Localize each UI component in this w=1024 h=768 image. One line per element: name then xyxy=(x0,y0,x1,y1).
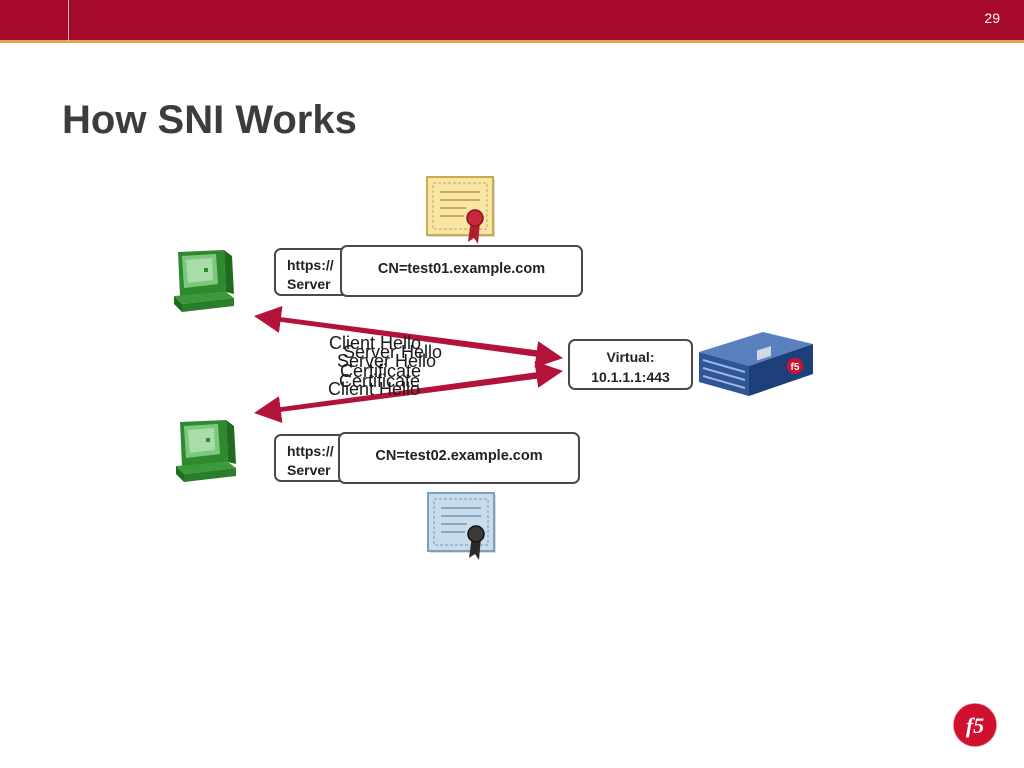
certificate-icon xyxy=(426,176,495,244)
header-divider xyxy=(68,0,69,44)
arrow-top-server-hello xyxy=(253,306,549,357)
virtual-address: 10.1.1.1:443 xyxy=(591,369,670,385)
svg-text:f5: f5 xyxy=(966,713,984,738)
message-certificate: Certificate xyxy=(340,361,422,381)
slide-number: 29 xyxy=(984,10,1000,26)
message-server-hello: Server Hello xyxy=(343,342,443,362)
computer-icon xyxy=(176,420,236,482)
client-url-line1: https:// xyxy=(287,443,334,459)
virtual-server-box: Virtual: 10.1.1.1:443 xyxy=(568,339,693,390)
f5-logo-icon: f5 xyxy=(952,702,998,748)
certificate-icon xyxy=(427,492,496,560)
header-bar xyxy=(0,0,1024,43)
client-url-line2: Server xyxy=(287,276,331,292)
virtual-label: Virtual: xyxy=(606,349,655,365)
svg-text:f5: f5 xyxy=(791,362,800,373)
server-appliance-icon: f5 xyxy=(699,332,813,396)
client-url-line2: Server xyxy=(287,462,331,478)
arrow-bottom-server-hello xyxy=(253,372,549,423)
client-url-line1: https:// xyxy=(287,257,334,273)
cert-cn-box-top: CN=test01.example.com xyxy=(340,245,583,297)
page-title: How SNI Works xyxy=(62,98,357,142)
message-client-hello: Client Hello xyxy=(329,333,422,353)
cert-cn-box-bottom: CN=test02.example.com xyxy=(338,432,580,484)
message-client-hello: Client Hello xyxy=(328,379,421,399)
message-certificate: Certificate xyxy=(339,371,421,391)
client-url-box-top: https:// Server xyxy=(274,248,352,296)
message-server-hello: Server Hello xyxy=(337,351,437,371)
client-url-box-bottom: https:// Server xyxy=(274,434,350,482)
computer-icon xyxy=(174,250,234,312)
